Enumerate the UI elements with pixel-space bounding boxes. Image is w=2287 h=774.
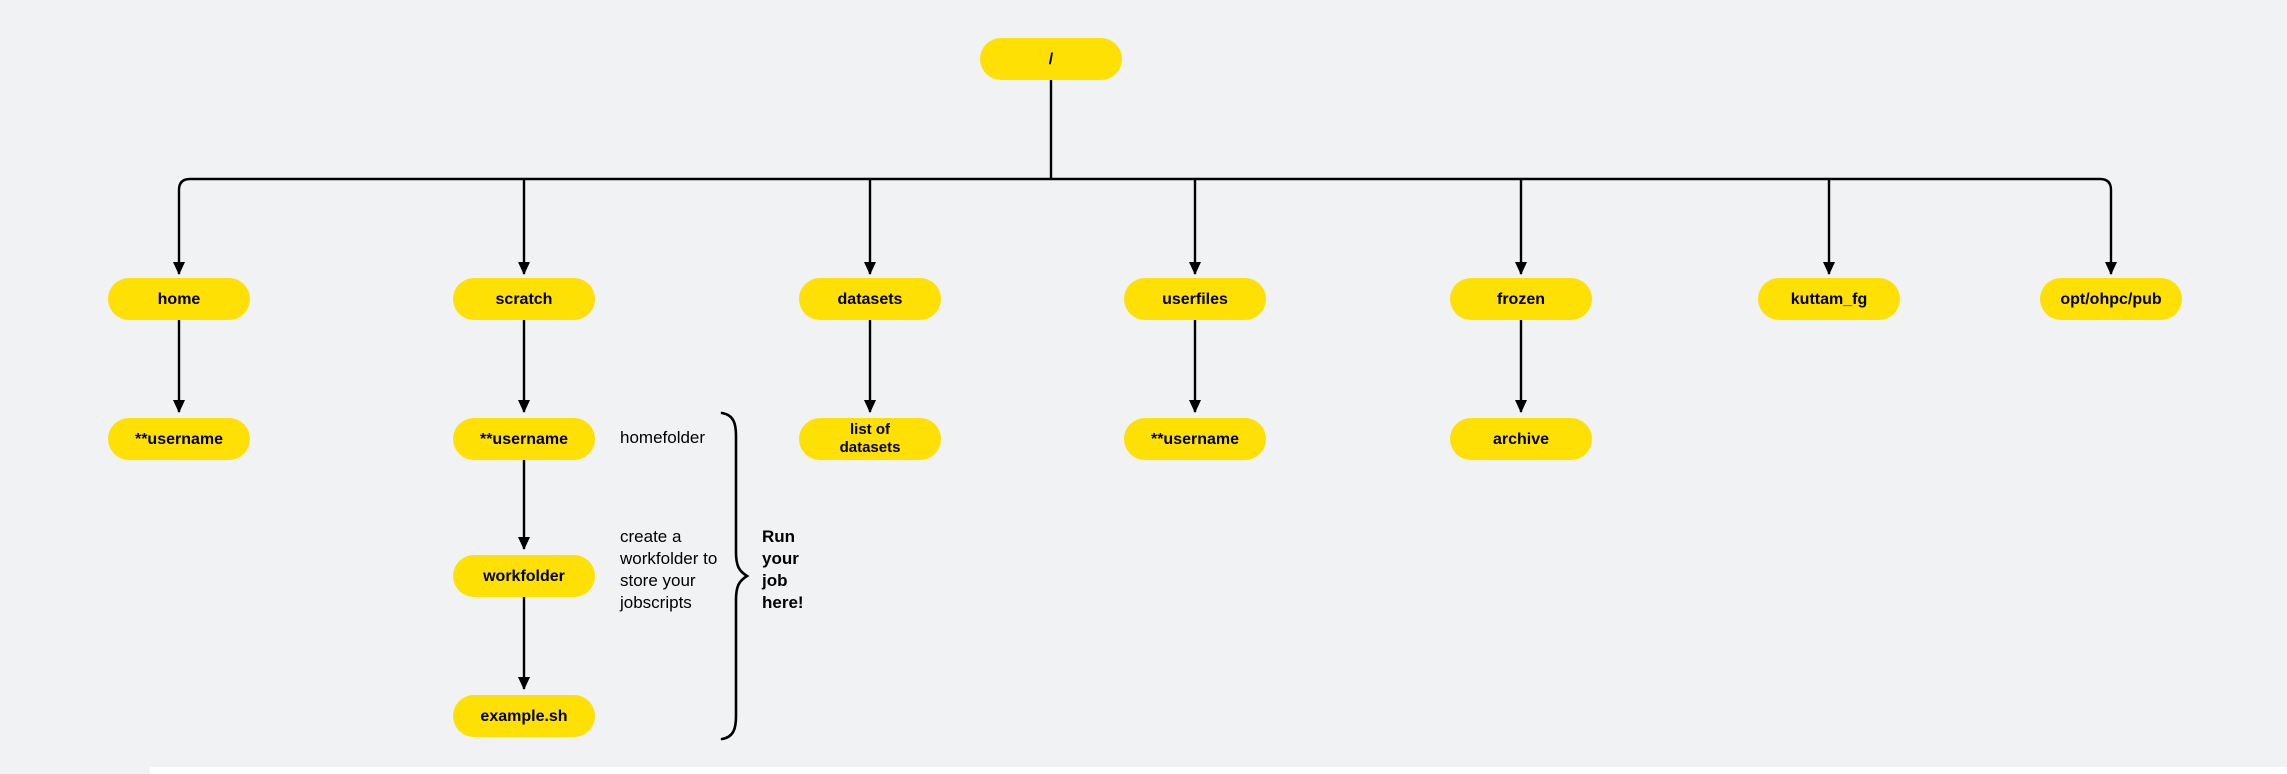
node-scratch-username: **username [453,418,595,460]
curly-brace [720,411,750,741]
tree-connectors [173,80,2117,690]
node-home: home [108,278,250,320]
node-frozen: frozen [1450,278,1592,320]
node-home-username: **username [108,418,250,460]
node-workfolder: workfolder [453,555,595,597]
node-kuttam-fg: kuttam_fg [1758,278,1900,320]
node-example-sh: example.sh [453,695,595,737]
annotation-workfolder-note: create a workfolder to store your jobscr… [620,527,718,612]
page-edge-strip [150,767,2287,774]
annotation-homefolder: homefolder [620,428,706,447]
node-list-of-datasets: list of datasets [799,418,941,460]
edge-horizontal-bar [177,177,2113,191]
node-userfiles-username: **username [1124,418,1266,460]
node-opt-ohpc-pub: opt/ohpc/pub [2040,278,2182,320]
node-root: / [980,38,1122,80]
annotation-run-your-job-here: Run your job here! [762,527,804,612]
node-userfiles: userfiles [1124,278,1266,320]
node-scratch: scratch [453,278,595,320]
node-archive: archive [1450,418,1592,460]
node-datasets: datasets [799,278,941,320]
